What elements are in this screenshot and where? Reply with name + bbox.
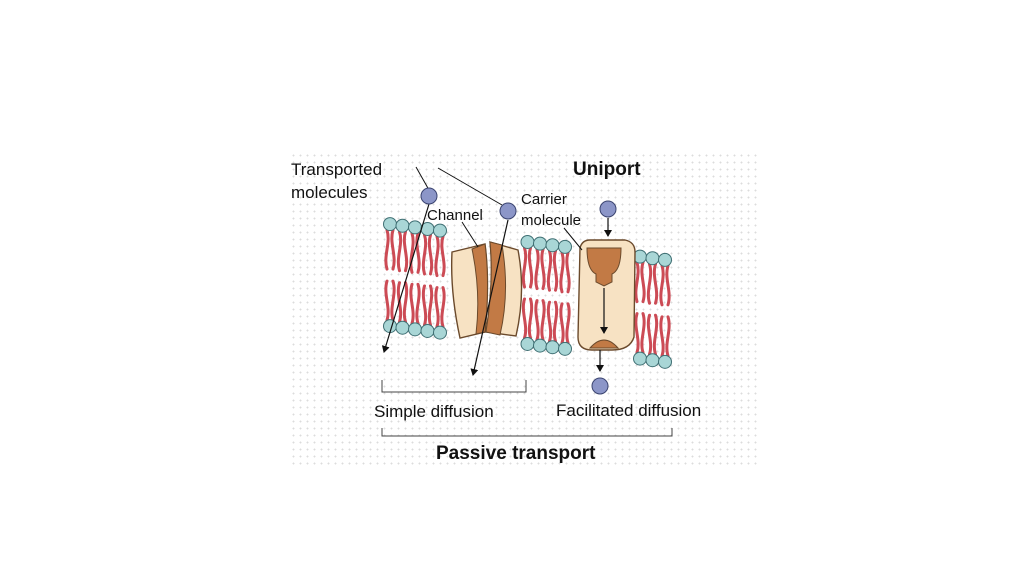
lipid-head <box>658 354 672 369</box>
lipid-tail <box>415 231 421 274</box>
lipid-tail <box>646 313 653 356</box>
lipid-tails <box>384 228 671 358</box>
lipid-tail <box>434 235 440 278</box>
transported-label-line1: Transported <box>291 160 382 179</box>
lipid-head <box>558 341 572 356</box>
lipid-head <box>395 218 410 233</box>
lipid-tail <box>659 264 665 307</box>
lipid-tail <box>415 282 421 325</box>
lipid-tail <box>540 248 546 291</box>
membrane-transport-illustration: Uniport Transported molecules Channel Ca… <box>291 159 701 464</box>
lipid-head <box>383 217 397 232</box>
lipid-tail <box>440 235 446 278</box>
lipid-tail <box>402 230 409 273</box>
lipid-tail <box>534 299 540 342</box>
lipid-tail <box>565 302 571 345</box>
lipid-head <box>395 320 410 335</box>
lipid-tail <box>409 282 415 325</box>
lipid-head <box>433 325 447 340</box>
carrier-binding-site <box>586 247 622 287</box>
lipid-head <box>533 338 547 353</box>
lipid-tail <box>665 315 671 358</box>
molecule-channel <box>499 202 517 220</box>
lipid-head <box>645 353 660 368</box>
carrier-label-line2: molecule <box>521 212 581 229</box>
lipid-tail <box>652 313 659 356</box>
molecule-carrier-in <box>599 200 617 218</box>
lipid-tail <box>402 281 409 324</box>
lipid-tail <box>546 249 553 292</box>
lipid-tail <box>527 297 534 340</box>
lipid-tail <box>396 230 403 273</box>
lipid-head <box>520 234 535 249</box>
lipid-tail <box>546 300 553 343</box>
simple-diffusion-arrow <box>381 203 430 353</box>
channel-right-inner <box>485 241 507 336</box>
passive-transport-label: Passive transport <box>436 443 596 464</box>
simple-diffusion-label: Simple diffusion <box>374 402 494 421</box>
lipid-head <box>408 220 422 235</box>
lipid-tail <box>427 233 434 276</box>
lipid-tail <box>640 312 646 355</box>
lipid-tail <box>652 262 659 305</box>
passive-transport-bracket <box>381 428 673 437</box>
lipid-tail <box>534 248 540 291</box>
lipid-head <box>645 251 660 266</box>
lipid-head <box>658 252 672 267</box>
molecule-free <box>420 187 438 205</box>
diagram-title: Uniport <box>573 159 641 180</box>
lipid-head <box>545 340 560 355</box>
lipid-tail <box>559 251 565 294</box>
lipid-tail <box>634 261 640 304</box>
lipid-tail <box>527 246 534 289</box>
lipid-tail <box>640 261 646 304</box>
facilitated-diffusion-label: Facilitated diffusion <box>556 401 701 420</box>
carrier-protein <box>577 239 636 351</box>
lipid-tail <box>384 279 390 322</box>
channel-pointer <box>461 221 479 248</box>
channel-arrow <box>470 219 509 376</box>
transported-label-line2: molecules <box>291 183 368 202</box>
lipid-heads <box>383 217 672 369</box>
lipid-tail <box>390 279 396 322</box>
lipid-tail <box>552 300 559 343</box>
lipid-tail <box>427 284 434 327</box>
carrier-release-site <box>588 339 620 349</box>
lipid-tail <box>634 312 640 355</box>
lipid-tail <box>646 262 653 305</box>
lipid-tail <box>521 246 528 289</box>
lipid-head <box>408 322 422 337</box>
lipid-head <box>433 223 447 238</box>
lipid-head <box>520 336 535 351</box>
lipid-tail <box>565 251 571 294</box>
channel-left-inner <box>471 243 488 335</box>
lipid-tail <box>552 249 559 292</box>
lipid-tail <box>665 264 671 307</box>
transported-pointer-right <box>437 167 503 206</box>
lipid-head <box>420 323 435 338</box>
molecule-carrier-out <box>591 377 609 395</box>
lipid-tail <box>521 297 528 340</box>
carrier-pointer <box>563 227 583 251</box>
channel-protein <box>450 241 523 339</box>
simple-diffusion-bracket <box>381 380 527 393</box>
lipid-head <box>633 351 647 366</box>
lipid-tail <box>440 286 446 329</box>
lipid-tail <box>559 302 565 345</box>
lipid-tail <box>409 231 415 274</box>
lipid-head <box>545 238 560 253</box>
lipid-head <box>533 236 547 251</box>
lipid-tail <box>421 233 428 276</box>
channel-label: Channel <box>427 207 483 224</box>
carrier-label-line1: Carrier <box>521 191 567 208</box>
lipid-tail <box>659 315 665 358</box>
lipid-tail <box>540 299 546 342</box>
lipid-tail <box>384 228 390 271</box>
lipid-tail <box>434 286 440 329</box>
lipid-tail <box>421 284 428 327</box>
uniport-diagram: Uniport Transported molecules Channel Ca… <box>290 152 760 468</box>
lipid-tail <box>390 228 396 271</box>
transported-pointer-left <box>415 166 430 191</box>
lipid-head <box>558 239 572 254</box>
